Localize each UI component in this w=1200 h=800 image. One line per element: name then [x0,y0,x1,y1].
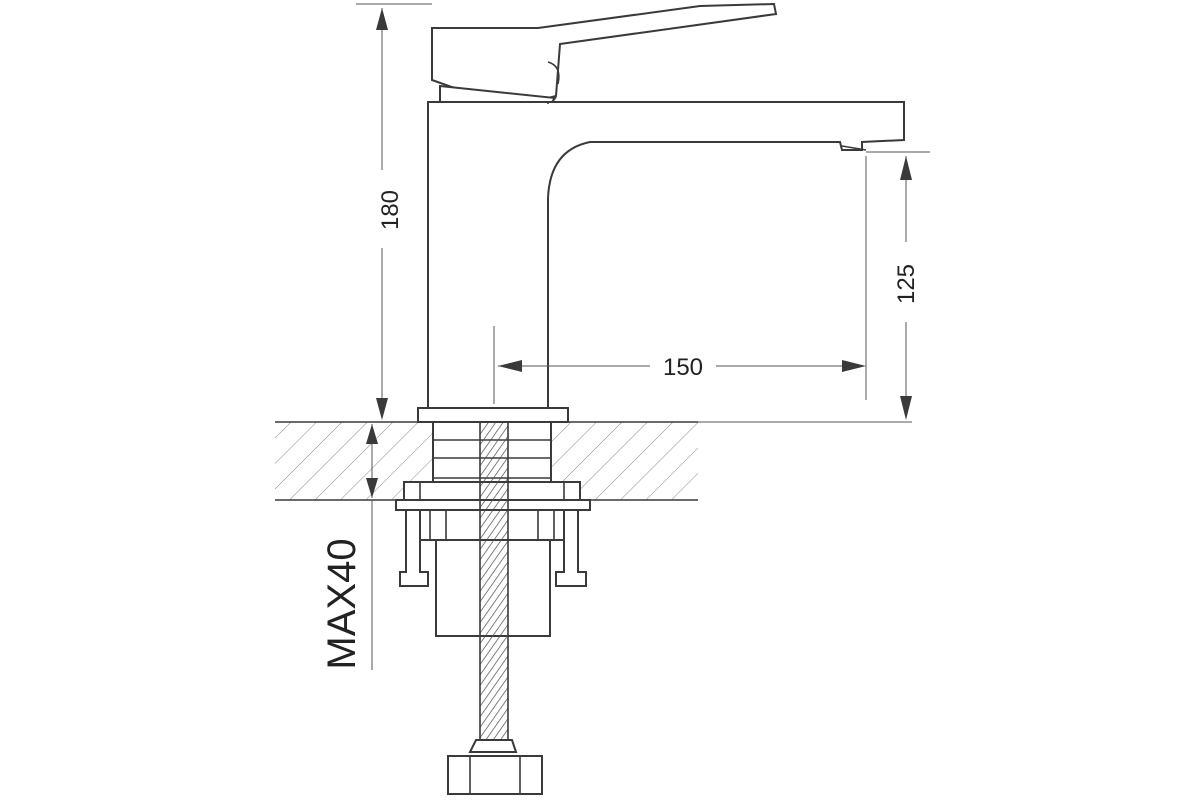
base-plate [417,407,569,423]
total-height-label: 180 [377,190,404,230]
dimension-spout-height: 125 [893,156,920,420]
hose-connector [447,739,543,795]
max-thickness-label: MAX40 [320,538,364,669]
spout-height-label: 125 [893,264,920,304]
faucet-body [427,101,930,409]
threaded-rod [479,421,509,741]
spout-reach-label: 150 [663,354,703,381]
dimension-max-thickness: MAX40 [320,424,378,670]
faucet-handle [431,2,778,103]
dimension-spout-reach: 150 [498,156,867,400]
dimension-total-height: 180 [356,3,432,420]
countertop-section [275,421,912,501]
